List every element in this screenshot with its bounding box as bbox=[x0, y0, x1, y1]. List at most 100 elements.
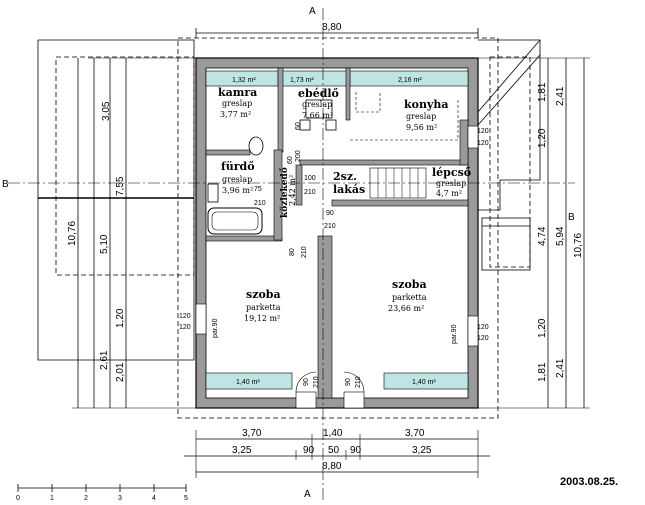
bottom-dim-2e: 3,25 bbox=[412, 445, 432, 456]
room-ebedlo-finish: greslap bbox=[302, 100, 332, 109]
scale-tick-4: 4 bbox=[152, 495, 156, 502]
scale-tick-5: 5 bbox=[184, 495, 188, 502]
room-furdo-name: fürdő bbox=[221, 160, 255, 173]
drawing-date: 2003.08.25. bbox=[560, 476, 619, 488]
room-lakas-line2: lakás bbox=[333, 183, 365, 196]
bottom-dim-2d: 90 bbox=[350, 445, 362, 456]
left-dim-outer: 10,76 bbox=[67, 221, 78, 246]
window-left-lower bbox=[195, 303, 207, 335]
room-konyha-area: 9,56 m² bbox=[406, 123, 437, 132]
right-entry-box bbox=[481, 217, 531, 271]
top-dimension: 8,80 bbox=[322, 22, 342, 33]
strip-label-bottom-right: 1,40 m² bbox=[412, 379, 436, 386]
room-lepcso-name: lépcső bbox=[432, 166, 471, 179]
left-extension-outline bbox=[37, 39, 195, 361]
room-szoba-left-finish: parketta bbox=[246, 303, 281, 312]
room-kamra-area: 3,77 m² bbox=[220, 110, 251, 119]
wall-furdo-right bbox=[273, 149, 283, 241]
room-szoba-left-area: 19,12 m² bbox=[244, 314, 280, 323]
left-dim-col3-a: 5,10 bbox=[99, 234, 110, 254]
bottom-dim-2c: 50 bbox=[328, 445, 340, 456]
bottom-dim-3: 8,80 bbox=[322, 461, 342, 472]
entry-door-swing-right bbox=[343, 371, 365, 393]
room-ebedlo-name: ebédlő bbox=[298, 87, 339, 100]
opening-120-f: 120 bbox=[179, 324, 191, 331]
right-dim-col1-e: 1,81 bbox=[537, 362, 548, 382]
right-dim-col2-a: 2,41 bbox=[555, 86, 566, 106]
opening-120-a: 120 bbox=[477, 128, 489, 135]
scale-tick-2: 2 bbox=[84, 495, 88, 502]
section-label-a-bottom: A bbox=[304, 489, 311, 500]
strip-label-bottom-left: 1,40 m² bbox=[236, 379, 260, 386]
scale-tick-0: 0 bbox=[16, 495, 20, 502]
wall-corridor-mid bbox=[295, 164, 303, 206]
section-label-b-left: B bbox=[2, 179, 9, 190]
room-konyha-name: konyha bbox=[404, 98, 448, 111]
bottom-dim-2a: 3,25 bbox=[232, 445, 252, 456]
right-roof-diagonal-2 bbox=[477, 54, 541, 126]
bottom-dim-1b: 1,40 bbox=[323, 428, 343, 439]
door-90: 90 bbox=[326, 210, 334, 217]
window-right-lower bbox=[467, 315, 479, 347]
kitchen-counter bbox=[355, 92, 381, 113]
section-label-b-right: B bbox=[568, 212, 575, 223]
strip-bottom-left bbox=[205, 372, 293, 390]
door-75: 75 bbox=[254, 186, 262, 193]
right-dim-col1-a: 1,81 bbox=[537, 82, 548, 102]
door-210-d: 210 bbox=[304, 189, 316, 196]
par90-right: par.90 bbox=[451, 324, 458, 344]
room-lakas-line1: 2sz. bbox=[333, 170, 357, 183]
right-roof-outline bbox=[478, 39, 541, 211]
bottom-dim-2b: 90 bbox=[303, 445, 315, 456]
room-szoba-right-area: 23,66 m² bbox=[388, 304, 424, 313]
window-right-upper bbox=[467, 125, 479, 149]
eave-outline-right bbox=[489, 56, 531, 268]
right-dim-col1-c: 4,74 bbox=[537, 226, 548, 246]
room-kozlekedo-area: 2,42 m² bbox=[288, 175, 297, 206]
wall-konyha-bottom bbox=[299, 159, 469, 166]
right-dim-col2-c: 2,41 bbox=[555, 358, 566, 378]
door-60b: 60 bbox=[295, 122, 302, 130]
strip-label-kamra: 1,32 m² bbox=[232, 77, 256, 84]
wall-kamra-bottom bbox=[205, 149, 251, 156]
wall-corridor-bottom bbox=[331, 199, 469, 207]
strip-bottom-right bbox=[383, 372, 469, 390]
room-kamra-name: kamra bbox=[218, 86, 257, 99]
door-210-c: 210 bbox=[301, 246, 308, 258]
door-90-mid: 90 bbox=[345, 378, 352, 386]
opening-120-c: 120 bbox=[477, 324, 489, 331]
door-200: 200 bbox=[295, 150, 302, 162]
room-konyha-finish: greslap bbox=[406, 112, 436, 121]
bottom-dim-1c: 3,70 bbox=[405, 428, 425, 439]
door-210-furdo: 210 bbox=[254, 200, 266, 207]
left-dim-col2-a: 3,05 bbox=[101, 101, 112, 121]
washbasin bbox=[207, 183, 219, 203]
right-roof-diagonal-1 bbox=[477, 39, 541, 113]
roof-outline bbox=[177, 37, 499, 419]
chair-2 bbox=[325, 119, 337, 131]
room-ebedlo-area: 7,66 m² bbox=[302, 111, 333, 120]
right-dim-outer: 10,76 bbox=[573, 233, 584, 258]
entry-door-right bbox=[343, 391, 365, 409]
scale-tick-3: 3 bbox=[118, 495, 122, 502]
right-dim-col1-d: 1,20 bbox=[537, 318, 548, 338]
wall-middle-vertical bbox=[317, 235, 333, 399]
wall-furdo-bottom bbox=[205, 235, 283, 242]
toilet bbox=[248, 136, 264, 156]
door-100: 100 bbox=[304, 175, 316, 182]
door-210-mid: 210 bbox=[355, 376, 362, 388]
room-furdo-area: 3,96 m² bbox=[222, 186, 253, 195]
kitchen-counter-2 bbox=[350, 100, 459, 141]
eave-outline-left bbox=[55, 56, 195, 276]
left-dim-col2-b: 7,55 bbox=[115, 176, 126, 196]
room-furdo-finish: greslap bbox=[222, 175, 252, 184]
bathtub bbox=[207, 207, 263, 235]
entry-door-swing-left bbox=[295, 371, 317, 393]
room-szoba-left-name: szoba bbox=[246, 288, 281, 301]
bottom-dim-1a: 3,70 bbox=[242, 428, 262, 439]
section-label-a-top: A bbox=[309, 6, 316, 17]
door-210: 210 bbox=[324, 223, 336, 230]
room-lepcso-finish: greslap bbox=[436, 179, 466, 188]
wall-kamra-right bbox=[277, 67, 284, 153]
